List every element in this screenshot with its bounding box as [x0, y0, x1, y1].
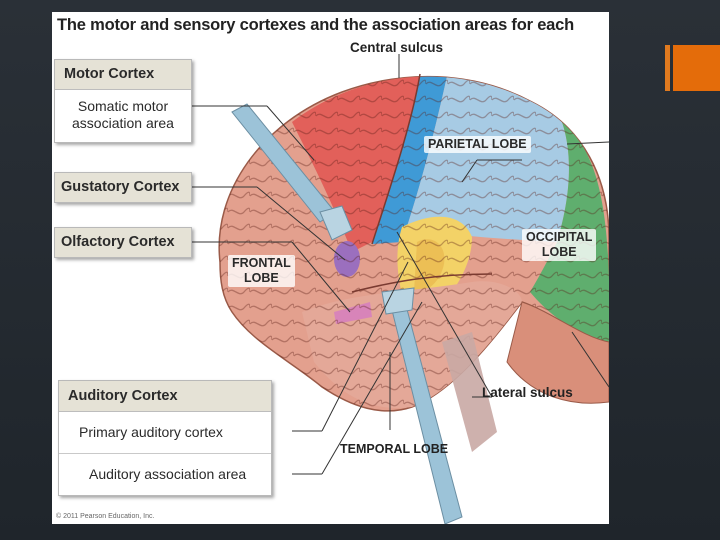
figure-title: The motor and sensory cortexes and the a…: [57, 16, 575, 34]
brain-figure: The motor and sensory cortexes and the a…: [52, 12, 609, 524]
cerebellum: [506, 301, 609, 404]
somatic-motor-line-1: Somatic motor: [77, 98, 169, 114]
lateral-sulcus-line: [351, 273, 493, 293]
brainstem: [442, 332, 497, 452]
brain-illustration: [190, 54, 609, 524]
auditory-cortex-box: Auditory Cortex Primary auditory cortex …: [58, 380, 272, 496]
central-sulcus-line: [371, 73, 421, 245]
gustatory-cortex-box: Gustatory Cortex: [54, 172, 192, 203]
copyright-notice: © 2011 Pearson Education, Inc.: [56, 513, 155, 520]
frontal-line-2: LOBE: [244, 271, 279, 285]
auditory-association-label: Auditory association area: [59, 453, 271, 495]
somatic-motor-line-2: association area: [72, 115, 174, 131]
central-sulcus-label: Central sulcus: [350, 40, 444, 55]
frontal-lobe-label: FRONTAL LOBE: [228, 255, 295, 287]
olfactory-cortex-box: Olfactory Cortex: [54, 227, 192, 258]
olfactory-cortex-title: Olfactory Cortex: [55, 228, 191, 257]
occipital-line-2: LOBE: [541, 245, 577, 259]
frontal-line-1: FRONTAL: [232, 256, 291, 270]
accent-bar: [665, 45, 670, 91]
motor-cortex-title: Motor Cortex: [55, 60, 191, 90]
lateral-sulcus-label: Lateral sulcus: [482, 385, 573, 400]
occipital-line-1: OCCIPITAL: [526, 230, 593, 244]
temporal-lobe-label: TEMPORAL LOBE: [340, 442, 449, 456]
somatic-motor-association-label: Somatic motor association area: [55, 90, 191, 142]
primary-auditory-label: Primary auditory cortex: [79, 424, 223, 440]
parietal-lobe-label: PARIETAL LOBE: [424, 136, 531, 153]
gustatory-cortex-title: Gustatory Cortex: [55, 173, 191, 202]
accent-box: [673, 45, 720, 91]
auditory-cortex-title: Auditory Cortex: [59, 381, 271, 412]
occipital-lobe-label: OCCIPITAL LOBE: [522, 229, 597, 261]
motor-cortex-box: Motor Cortex Somatic motor association a…: [54, 59, 192, 143]
